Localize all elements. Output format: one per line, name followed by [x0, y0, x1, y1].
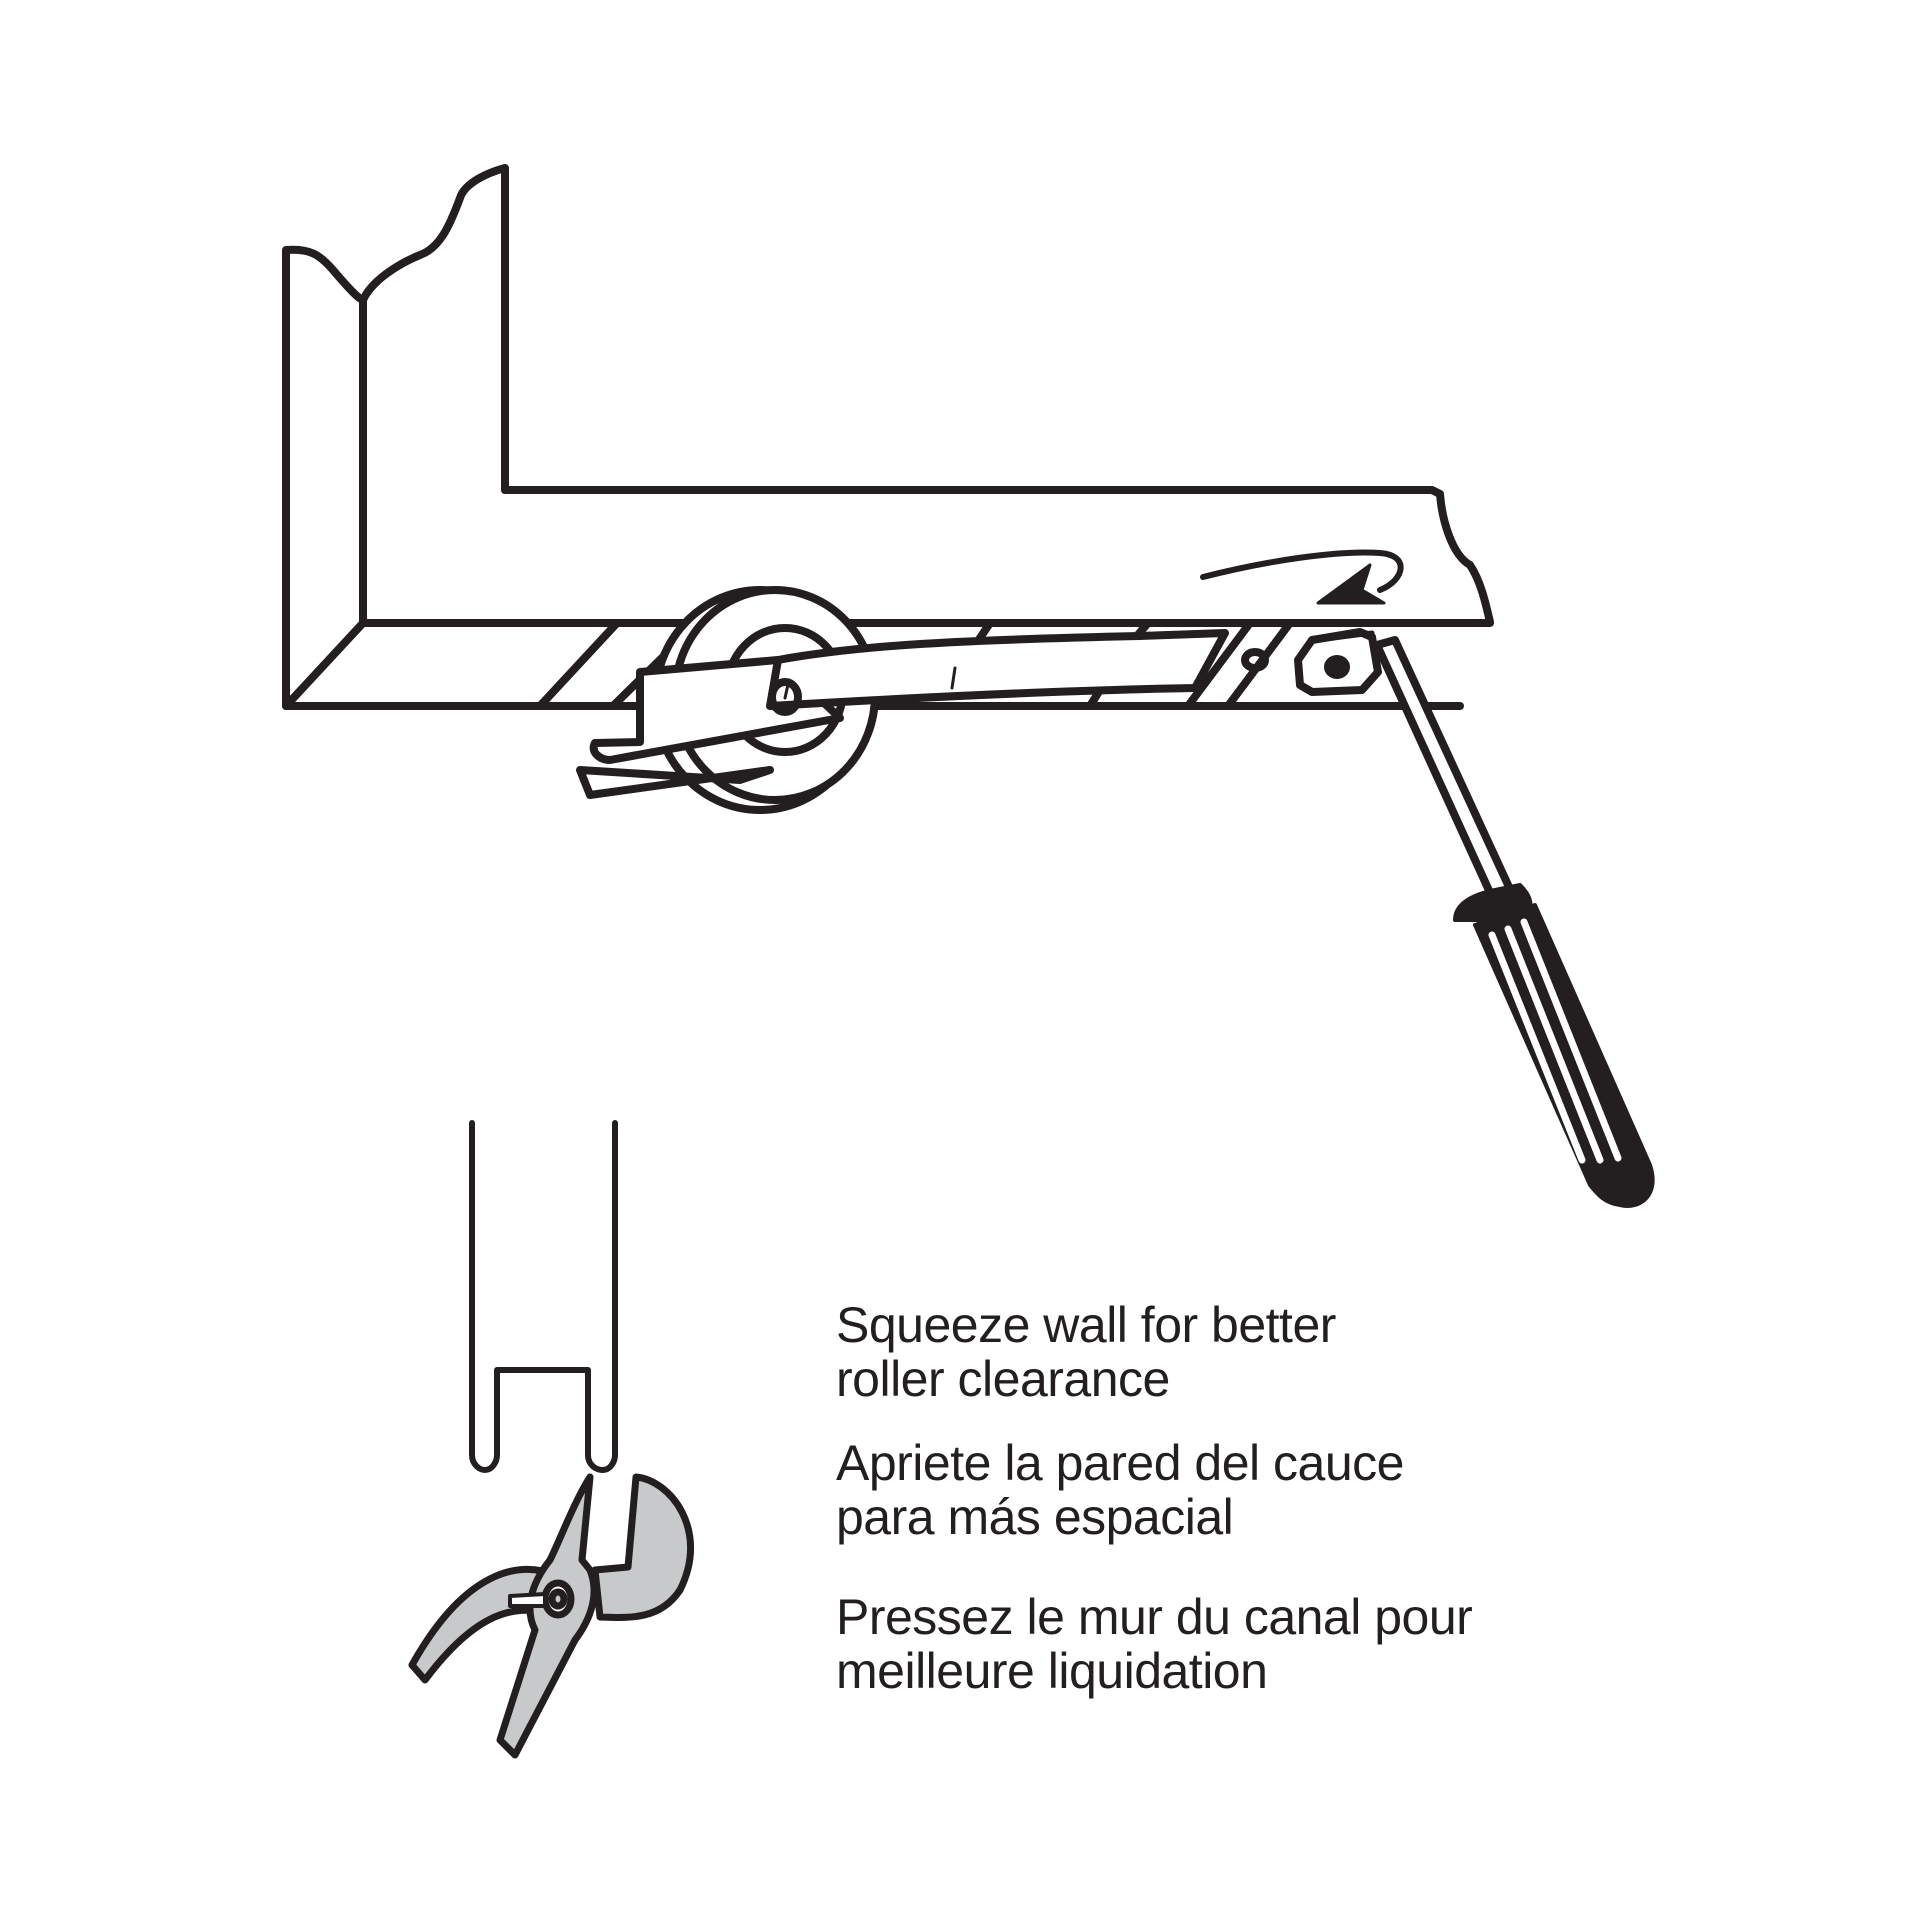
- screwdriver: [1373, 636, 1655, 1208]
- pliers: [408, 1473, 695, 1759]
- caption-french-line1: Pressez le mur du canal pour: [836, 1589, 1473, 1645]
- caption-english: Squeeze wall for better roller clearance: [836, 1298, 1336, 1406]
- rotation-arrow: [1200, 549, 1404, 605]
- caption-spanish-line1: Apriete la pared del cauce: [836, 1435, 1404, 1491]
- caption-english-line2: roller clearance: [836, 1351, 1170, 1407]
- caption-english-line1: Squeeze wall for better: [836, 1297, 1336, 1353]
- caption-spanish: Apriete la pared del cauce para más espa…: [836, 1436, 1404, 1544]
- roller-bracket: [576, 629, 1269, 799]
- caption-spanish-line2: para más espacial: [836, 1489, 1234, 1545]
- door-frame: [282, 164, 1494, 710]
- caption-french: Pressez le mur du canal pour meilleure l…: [836, 1589, 1473, 1699]
- adjustment-screw: [1294, 628, 1382, 696]
- caption-french-line2: meilleure liquidation: [836, 1643, 1268, 1699]
- track-channel: [469, 1120, 618, 1473]
